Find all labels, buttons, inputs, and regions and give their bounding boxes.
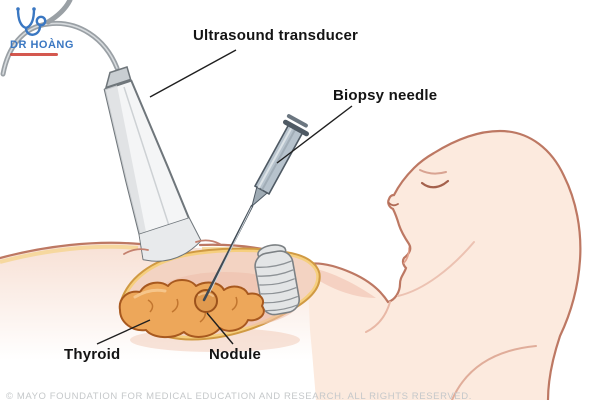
thyroid-gland: [118, 279, 265, 338]
leader-line-nodule: [206, 312, 234, 345]
leader-line-transducer: [149, 49, 237, 98]
label-biopsy-needle: Biopsy needle: [333, 87, 438, 104]
patient-head: [306, 129, 582, 400]
jaw-line: [397, 241, 475, 297]
leader-line-needle: [276, 105, 353, 164]
label-nodule: Nodule: [209, 346, 262, 363]
logo-title: DR HOÀNG: [10, 39, 74, 51]
neck-front-line: [365, 301, 391, 333]
label-thyroid: Thyroid: [64, 346, 121, 363]
biopsy-syringe: [202, 114, 309, 302]
logo-subtext-decoration: [10, 53, 58, 56]
leader-lines: [96, 49, 353, 345]
ultrasound-transducer: [0, 0, 221, 262]
trachea: [254, 244, 300, 316]
copyright-text: © MAYO FOUNDATION FOR MEDICAL EDUCATION …: [6, 391, 472, 400]
eye-closed: [420, 179, 450, 189]
lips: [403, 246, 410, 264]
leader-line-thyroid: [96, 319, 151, 345]
chest-line: [451, 345, 537, 400]
stethoscope-icon: [16, 7, 47, 36]
label-ultrasound-transducer: Ultrasound transducer: [193, 27, 359, 44]
eyebrow: [419, 169, 447, 175]
nostril: [388, 202, 399, 207]
clinic-logo: DR HOÀNG: [10, 6, 90, 56]
